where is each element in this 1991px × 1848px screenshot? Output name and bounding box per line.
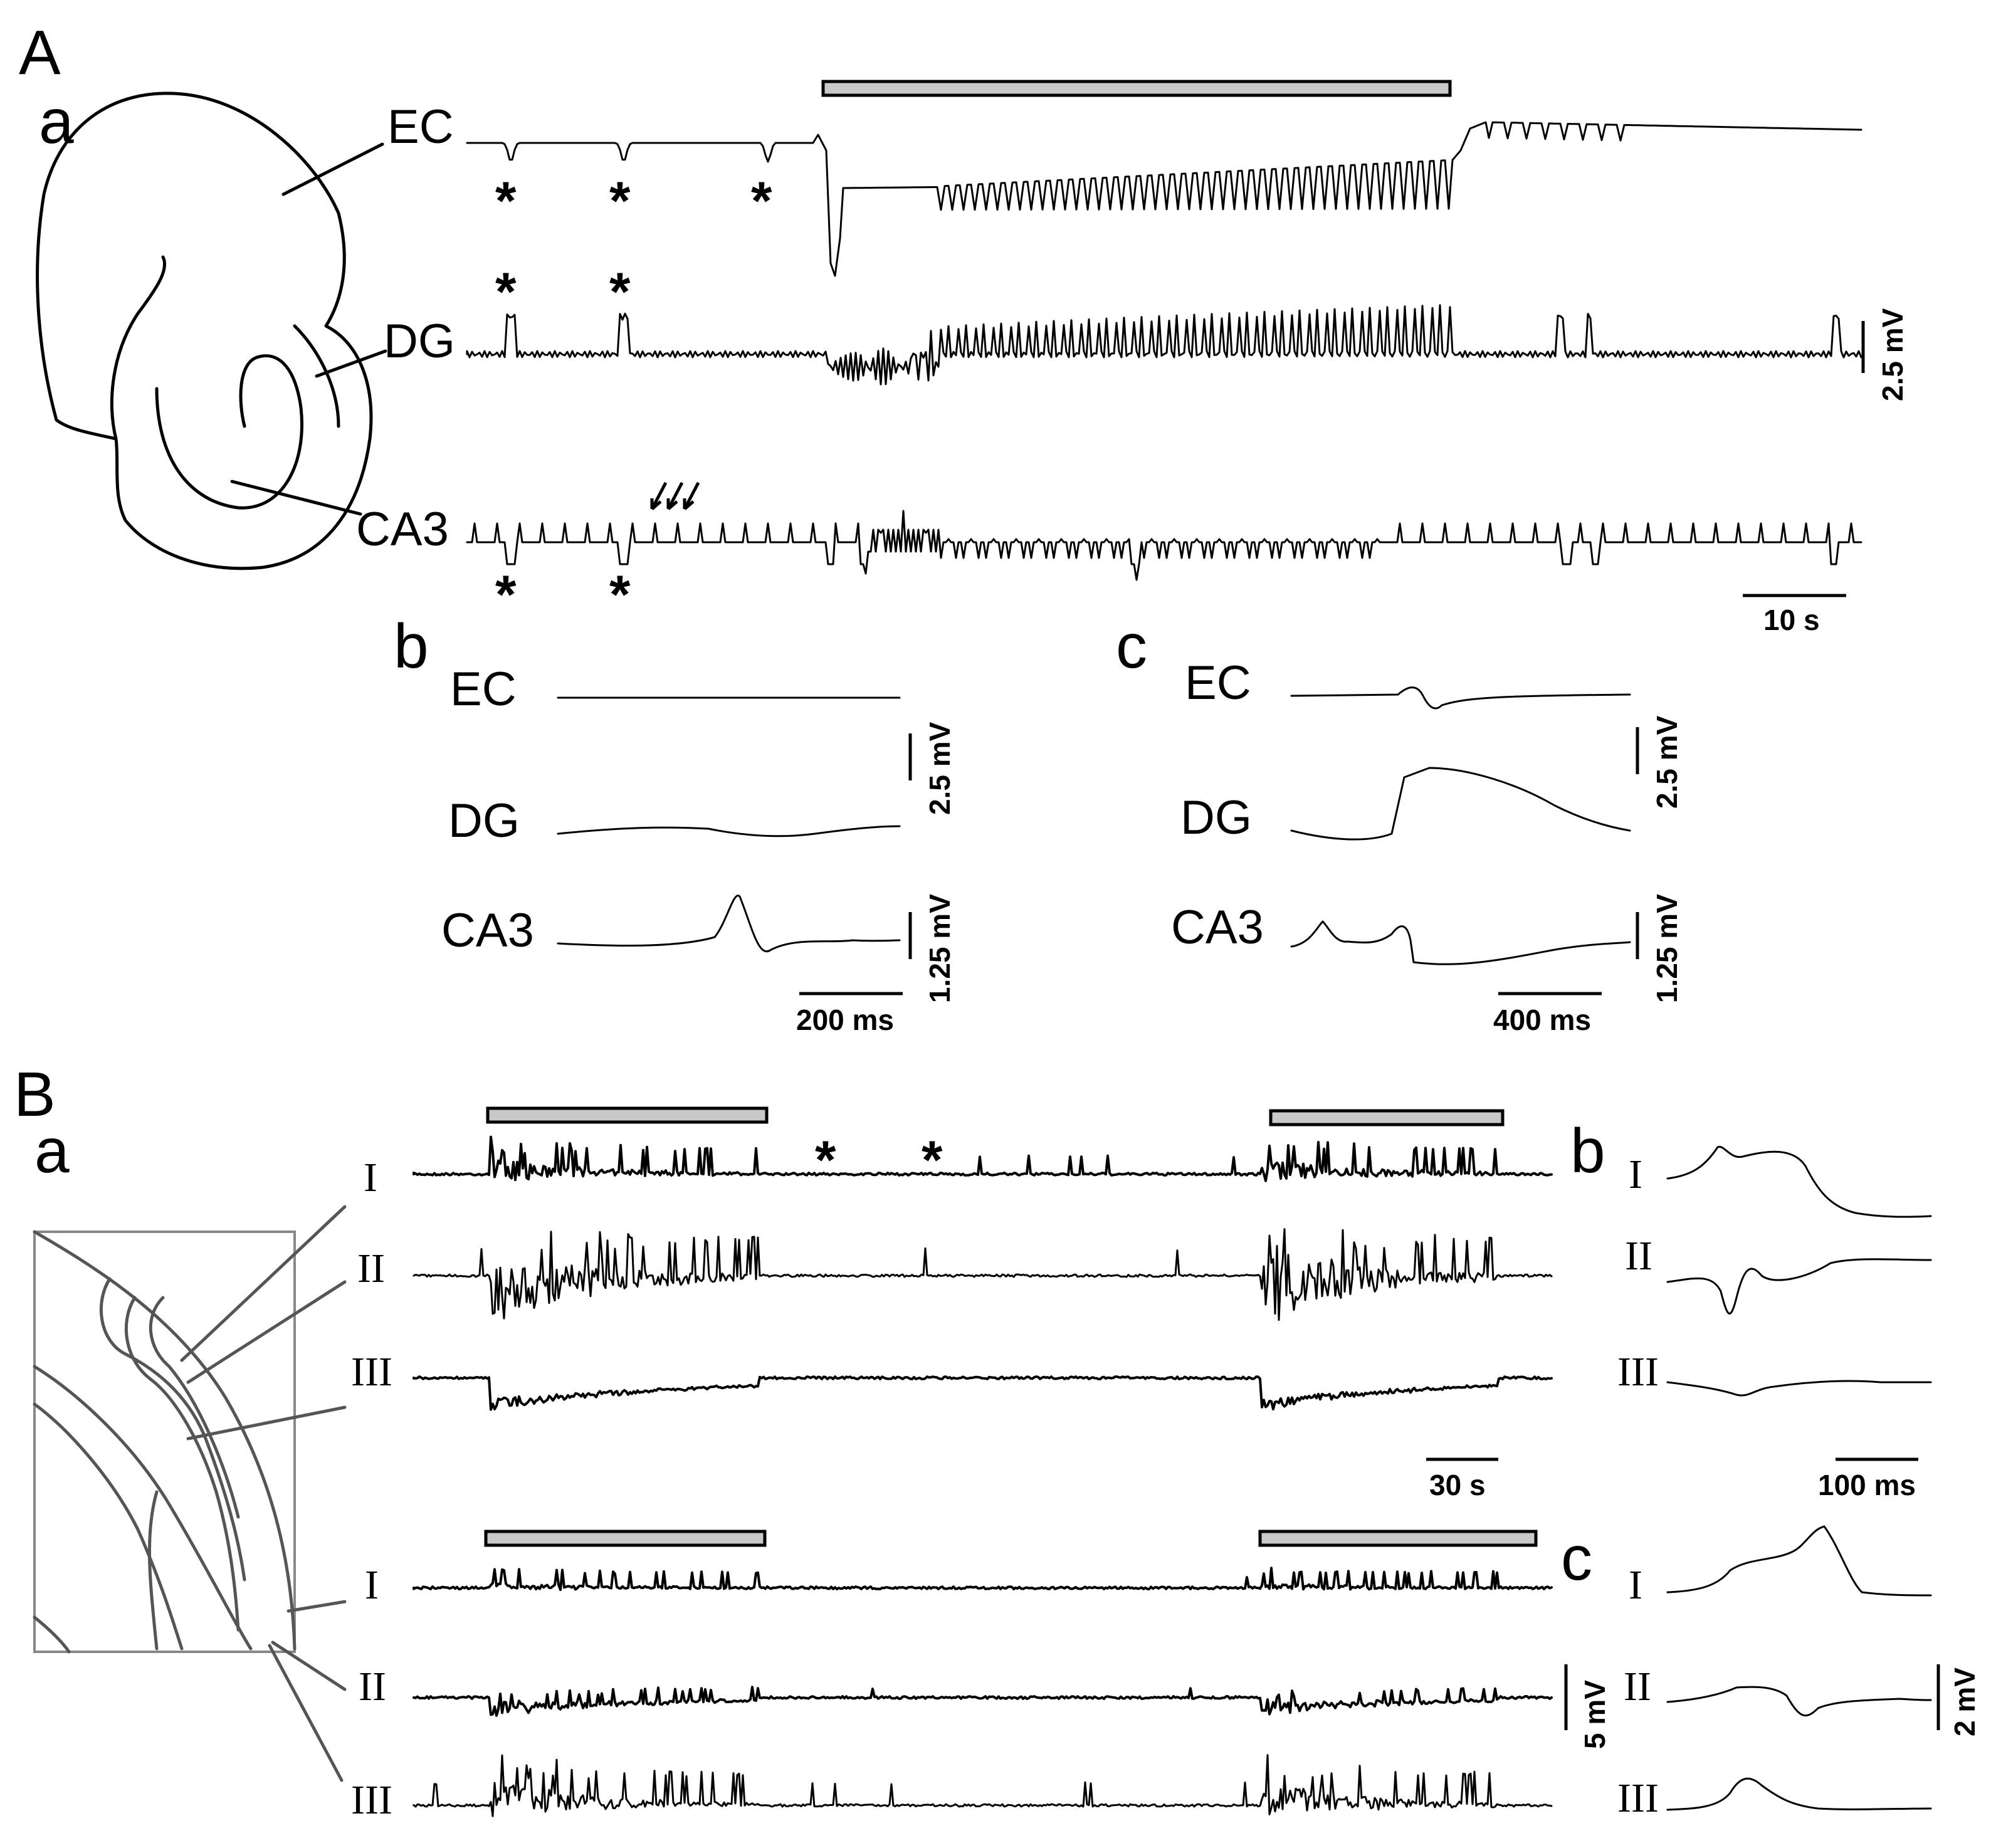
scalebar-label-time: 100 ms bbox=[1818, 1469, 1916, 1501]
scalebar-label-voltage: 2 mV bbox=[1948, 1667, 1981, 1736]
label-layer-iii: III bbox=[1617, 1775, 1659, 1821]
scalebar-label-voltage: 2.5 mV bbox=[1876, 308, 1909, 401]
label-layer-iii: III bbox=[351, 1349, 392, 1395]
asterisk-mark: * bbox=[815, 1130, 836, 1190]
trace-ec-zoom bbox=[1290, 686, 1631, 710]
trace-dg-zoom bbox=[557, 825, 901, 837]
label-layer-iii: III bbox=[1617, 1349, 1659, 1395]
panel-label-A-c: c bbox=[1116, 611, 1147, 681]
trace-layer-ii-zoom bbox=[1666, 1258, 1932, 1315]
trace-layer-ii-zoom bbox=[1666, 1686, 1932, 1716]
trace-ca3-zoom bbox=[557, 895, 901, 952]
stimulus-bar-b4 bbox=[1258, 1530, 1538, 1547]
label-dg: DG bbox=[1180, 791, 1252, 844]
trace-layer-iii bbox=[412, 1375, 1553, 1411]
scalebar-label-time: 200 ms bbox=[796, 1004, 894, 1036]
scalebar-label-voltage: 2.5 mV bbox=[1651, 715, 1683, 809]
panel-label-B-b: b bbox=[1570, 1116, 1605, 1186]
trace-layer-i bbox=[412, 1135, 1553, 1182]
asterisk-mark: * bbox=[609, 171, 631, 231]
stimulus-bar-b2 bbox=[1269, 1109, 1505, 1126]
asterisk-mark: * bbox=[609, 262, 631, 322]
stimulus-bar-b3 bbox=[484, 1530, 767, 1547]
panel-label-B-c: c bbox=[1561, 1523, 1592, 1593]
trace-ec bbox=[466, 121, 1862, 277]
label-layer-ii: II bbox=[1625, 1233, 1652, 1279]
label-layer-ii: II bbox=[359, 1664, 386, 1709]
label-layer-i: I bbox=[365, 1562, 379, 1608]
label-ec: EC bbox=[1185, 656, 1251, 710]
panel-label-A-b: b bbox=[394, 611, 429, 681]
trace-layer-iii bbox=[412, 1754, 1553, 1817]
label-layer-i: I bbox=[1629, 1562, 1642, 1608]
label-layer-i: I bbox=[364, 1155, 377, 1200]
asterisk-mark: * bbox=[922, 1130, 943, 1190]
scalebar-label-voltage: 5 mV bbox=[1579, 1680, 1611, 1749]
trace-layer-ii bbox=[412, 1228, 1553, 1321]
label-layer-ii: II bbox=[1624, 1664, 1651, 1709]
scalebar-label-voltage: 1.25 mV bbox=[923, 894, 956, 1003]
trace-layer-i-zoom bbox=[1666, 1145, 1932, 1218]
scalebar-label-voltage: 1.25 mV bbox=[1651, 894, 1683, 1003]
trace-ca3 bbox=[466, 510, 1862, 581]
panel-label-B-a: a bbox=[34, 1116, 70, 1186]
scalebar-label-time: 30 s bbox=[1429, 1469, 1486, 1501]
label-dg: DG bbox=[448, 794, 520, 848]
stimulus-bar-b1 bbox=[486, 1106, 769, 1124]
asterisk-mark: * bbox=[495, 565, 517, 625]
stimulus-bar-a bbox=[821, 80, 1452, 97]
label-ca3: CA3 bbox=[441, 904, 534, 957]
trace-dg-zoom bbox=[1290, 767, 1631, 841]
arrow-marks bbox=[650, 481, 700, 510]
asterisk-mark: * bbox=[609, 565, 631, 625]
trace-layer-i-zoom bbox=[1666, 1525, 1932, 1597]
trace-ca3-zoom bbox=[1290, 920, 1631, 965]
panel-label-A: A bbox=[19, 18, 61, 88]
panel-label-A-a: a bbox=[39, 87, 74, 157]
label-layer-ii: II bbox=[357, 1246, 385, 1291]
cortical-slice-sketch bbox=[33, 1205, 347, 1782]
label-layer-i: I bbox=[1629, 1152, 1642, 1197]
trace-layer-ii bbox=[412, 1686, 1553, 1717]
trace-layer-i bbox=[412, 1567, 1553, 1591]
label-ca3: CA3 bbox=[1171, 901, 1264, 954]
asterisk-mark: * bbox=[495, 262, 517, 322]
label-ec: EC bbox=[450, 663, 517, 716]
hippocampal-slice-sketch bbox=[36, 92, 387, 570]
label-ec: EC bbox=[387, 100, 454, 154]
panel-label-B: B bbox=[14, 1059, 56, 1130]
asterisk-mark: * bbox=[495, 171, 517, 231]
label-dg: DG bbox=[384, 315, 455, 368]
label-ca3: CA3 bbox=[356, 503, 449, 556]
trace-dg bbox=[466, 304, 1862, 386]
scalebar-label-time: 10 s bbox=[1763, 604, 1820, 636]
scalebar-label-voltage: 2.5 mV bbox=[923, 722, 956, 815]
scalebar-label-time: 400 ms bbox=[1493, 1004, 1591, 1036]
trace-layer-iii-zoom bbox=[1666, 1777, 1932, 1811]
trace-layer-iii-zoom bbox=[1666, 1380, 1932, 1397]
asterisk-mark: * bbox=[751, 171, 772, 231]
label-layer-iii: III bbox=[351, 1777, 392, 1823]
